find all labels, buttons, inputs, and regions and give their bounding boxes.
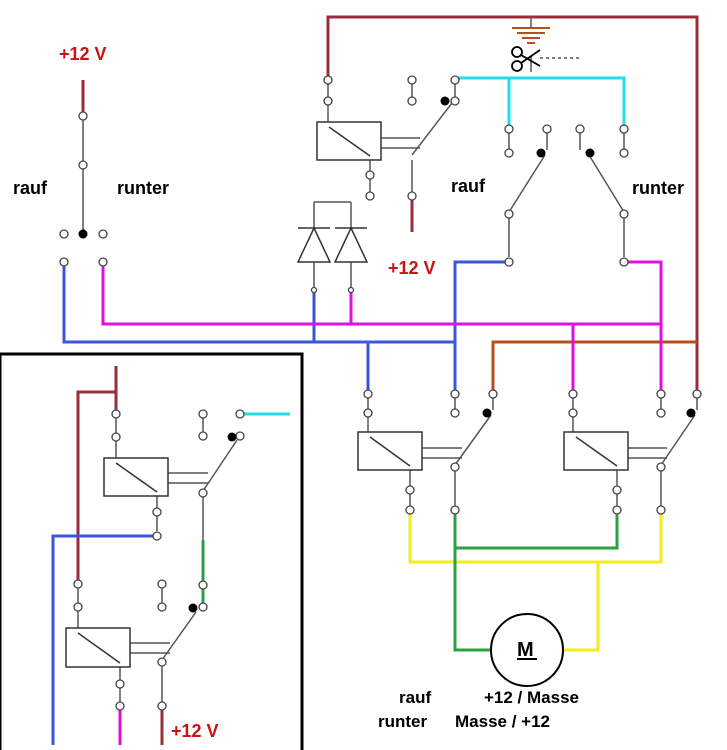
supply-label-left: +12 V (59, 44, 107, 64)
wire-cyan (455, 76, 626, 127)
wire-magenta-left (101, 262, 661, 326)
legend-down: runter (378, 712, 428, 731)
relay-bottom-left (357, 431, 423, 471)
wires (62, 15, 699, 652)
wire-green-a (453, 512, 619, 550)
down-label-center: runter (632, 178, 684, 198)
wire-blue-up (453, 260, 509, 392)
switch-levers (83, 102, 696, 466)
relay-bottom-right (563, 431, 629, 471)
diode-pair (296, 226, 369, 263)
terminals (59, 75, 702, 515)
diode-icon (333, 226, 369, 263)
motor-icon (490, 613, 564, 687)
motor-label: M (517, 639, 534, 661)
wire-maroon-top (326, 15, 699, 392)
wire-brown (491, 340, 697, 392)
wire-blue-left (62, 262, 455, 344)
thin-connections (82, 17, 698, 507)
legend-up-polarity: +12 / Masse (484, 688, 579, 707)
inset-wire-maroon (76, 366, 118, 582)
supply-label-inset: +12 V (171, 721, 219, 741)
down-label-left: runter (117, 178, 169, 198)
closed-contacts (78, 96, 696, 418)
ground-icon (512, 27, 550, 44)
wire-green-b (453, 548, 490, 652)
inset-wire-blue (51, 534, 157, 745)
up-label-left: rauf (13, 178, 48, 198)
supply-label-center: +12 V (388, 258, 436, 278)
relay-top (316, 121, 382, 161)
wire-yellow-b (564, 562, 600, 652)
scissors-icon (511, 46, 541, 72)
up-label-center: rauf (451, 176, 486, 196)
wire-yellow-a (408, 512, 663, 564)
diode-icon (296, 226, 332, 263)
legend-up: rauf (399, 688, 431, 707)
wire-magenta-right (624, 260, 663, 392)
legend-down-polarity: Masse / +12 (455, 712, 550, 731)
inset-panel (0, 352, 304, 750)
